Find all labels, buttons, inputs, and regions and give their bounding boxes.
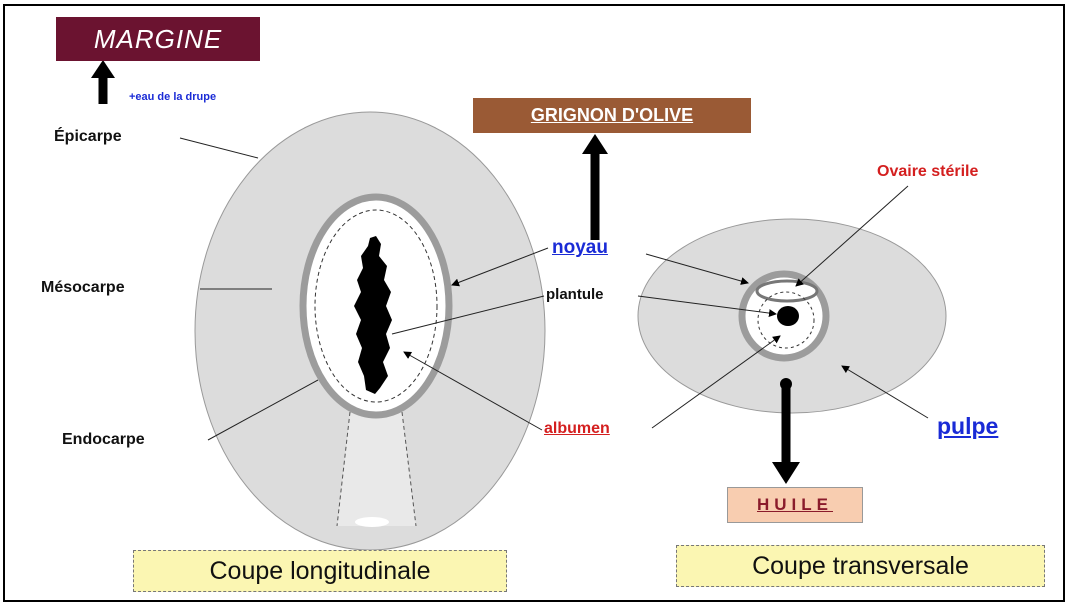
grignon-box: GRIGNON D'OLIVE [473,98,751,133]
mesocarpe-label: Mésocarpe [41,279,125,297]
noyau-label: noyau [552,237,608,259]
stem-scar [355,517,389,527]
eau-label: +eau de la drupe [129,91,216,103]
coupe-longitudinale-caption: Coupe longitudinale [133,550,507,592]
ovaire-sterile-label: Ovaire stérile [877,163,978,181]
transverse-section [638,219,946,413]
epicarpe-label: Épicarpe [54,128,122,146]
sterile-ovary [757,281,817,301]
coupe-transversale-caption: Coupe transversale [676,545,1045,587]
albumen-label: albumen [544,420,610,438]
transverse-seed [777,306,799,326]
plantule-label: plantule [546,286,604,303]
pulpe-label: pulpe [937,413,998,440]
longitudinal-section [195,112,545,550]
leader-epicarpe [180,138,258,158]
huile-box: HUILE [727,487,863,523]
margine-box: MARGINE [56,17,260,61]
endocarpe-label: Endocarpe [62,431,145,449]
